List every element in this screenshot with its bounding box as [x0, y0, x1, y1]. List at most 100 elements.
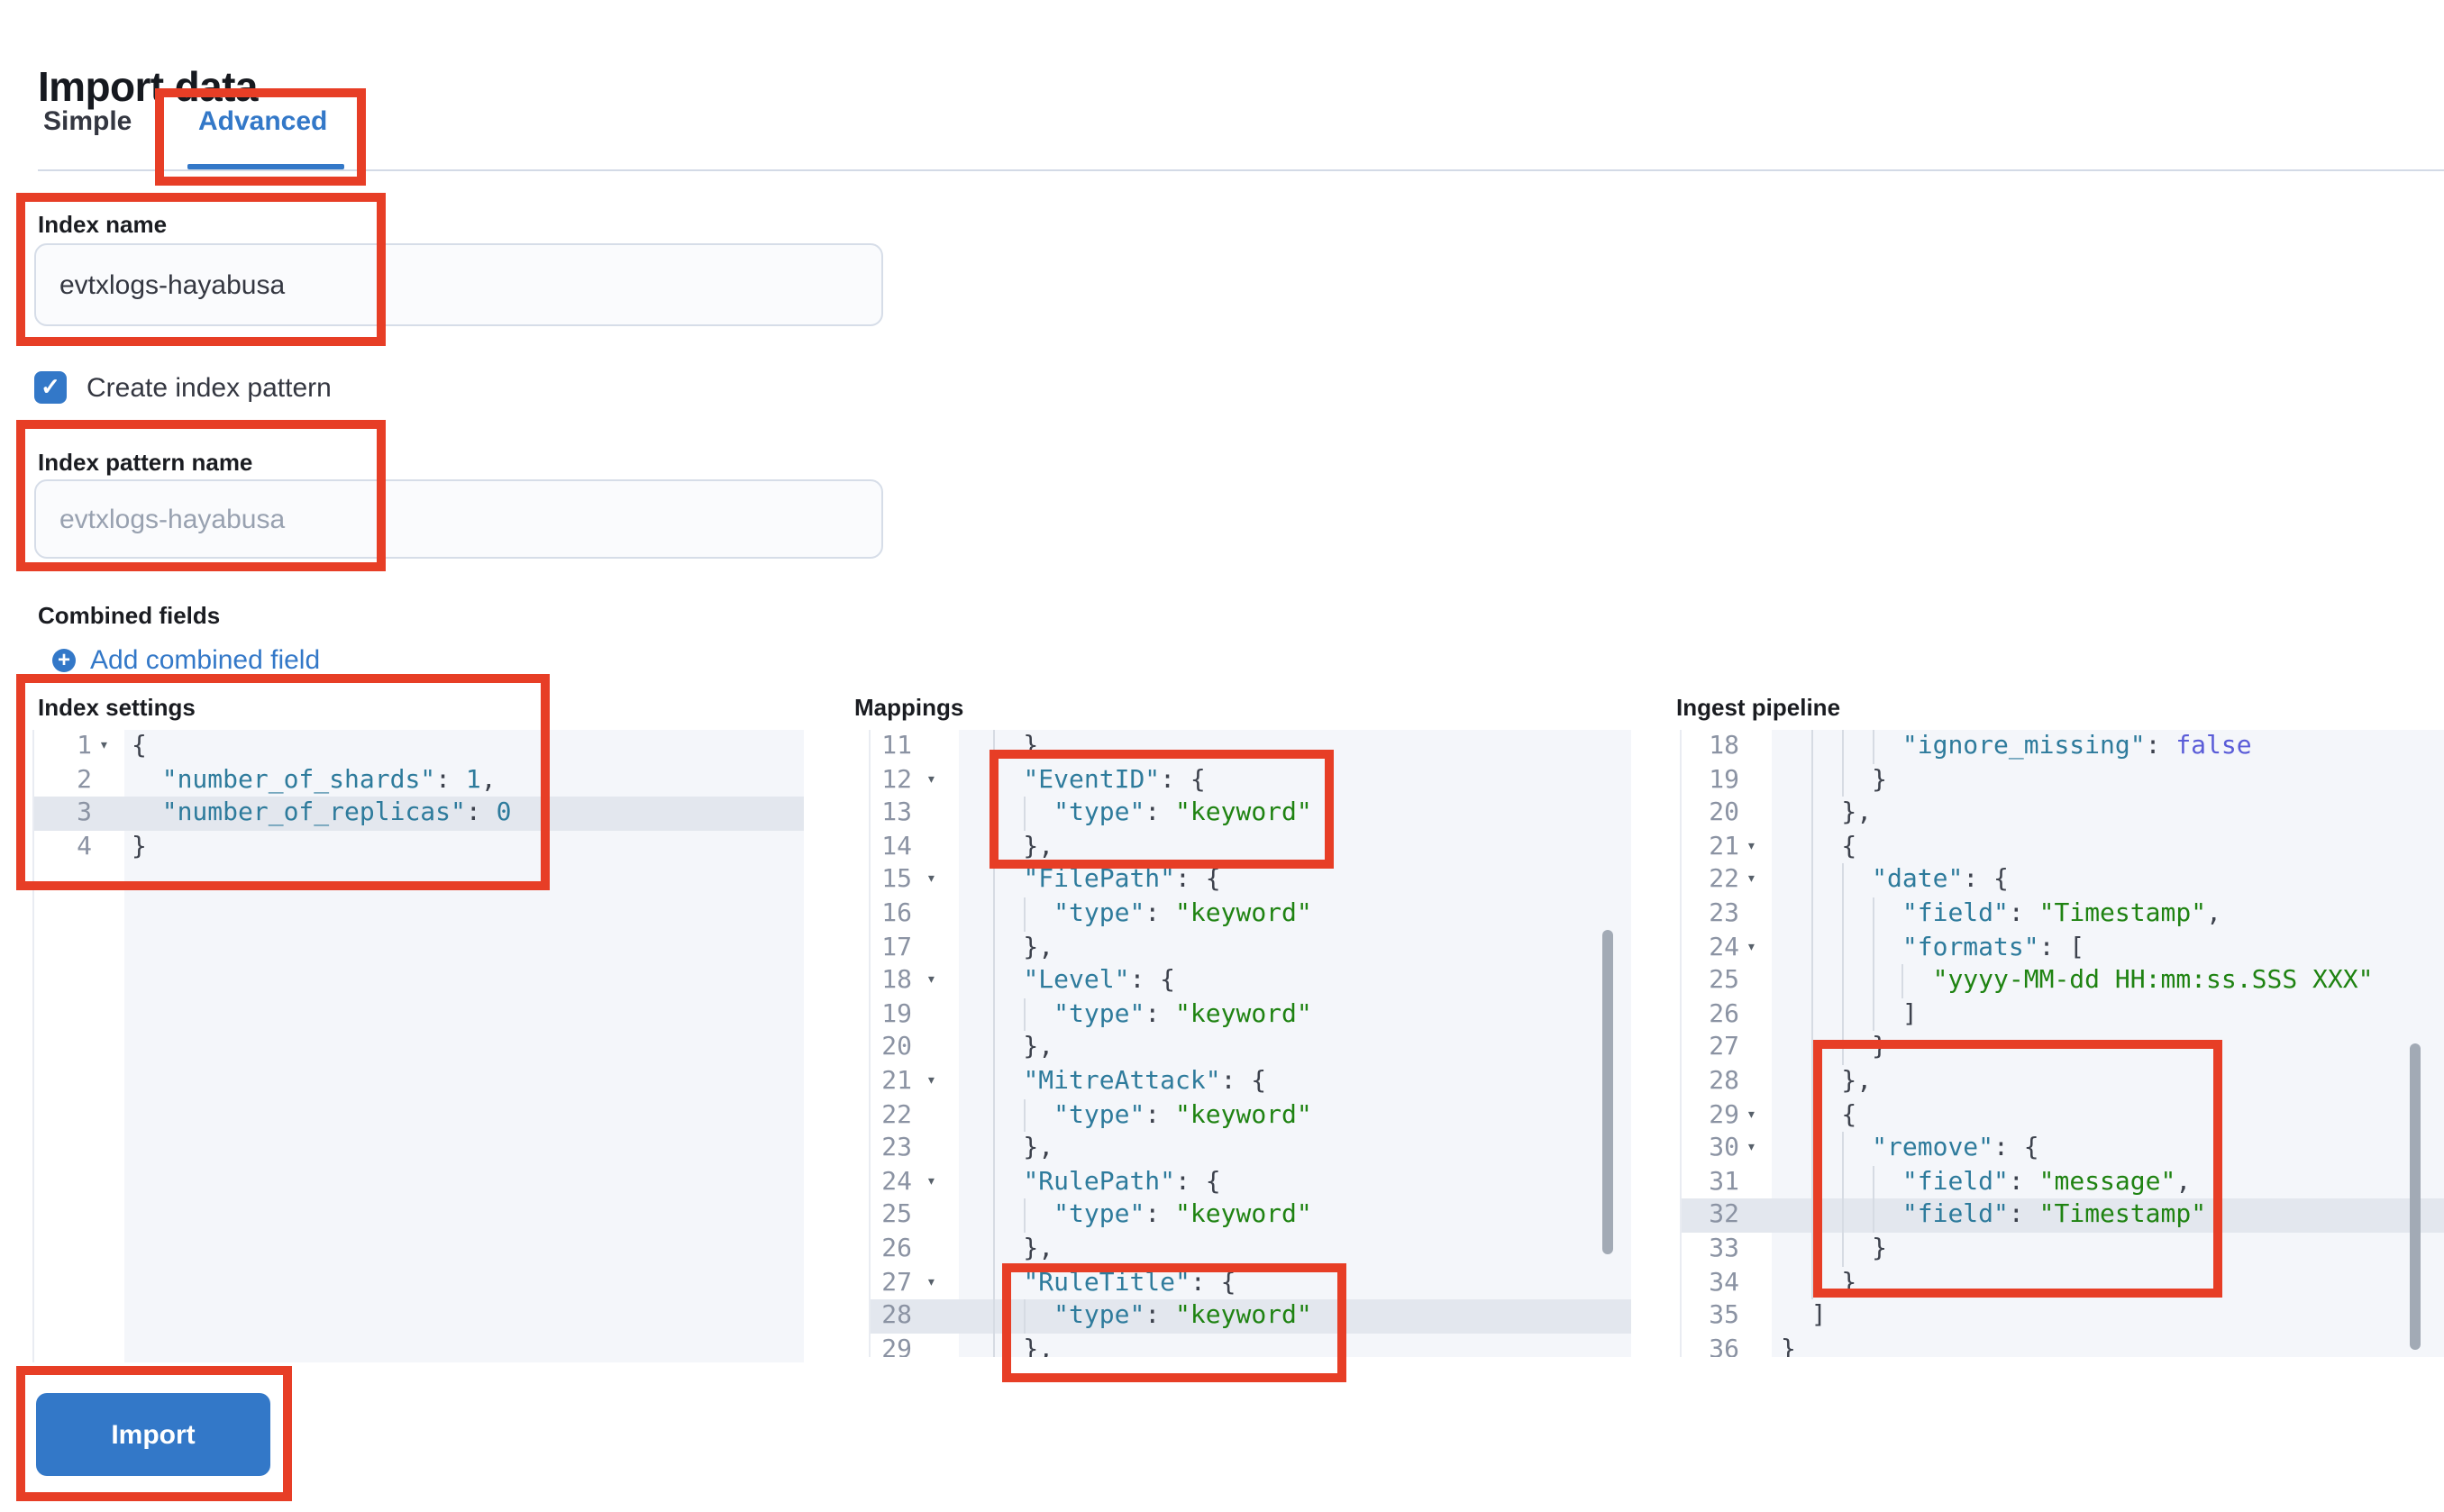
indent-guide	[992, 931, 995, 965]
line-number: 19	[881, 999, 912, 1029]
index-name-input[interactable]	[34, 243, 883, 326]
line-number: 4	[77, 832, 92, 861]
indent-guide	[1872, 997, 1874, 1032]
line-number: 20	[1709, 798, 1739, 828]
indent-guide	[1841, 763, 1844, 797]
line-number: 28	[1709, 1066, 1739, 1096]
indent-guide	[992, 1098, 995, 1133]
code-line: 28 },	[1682, 1064, 2444, 1099]
indent-guide	[1810, 797, 1813, 831]
fold-arrow-icon[interactable]: ▾	[926, 1273, 936, 1291]
index-pattern-name-input[interactable]	[34, 479, 883, 559]
indent-guide	[992, 1333, 995, 1357]
code-line: 24▾ "RulePath": {	[871, 1165, 1631, 1199]
line-number: 13	[881, 798, 912, 828]
checkmark-icon: ✓	[41, 373, 60, 400]
code-line: 29 },	[871, 1333, 1631, 1357]
indent-guide	[1841, 1232, 1844, 1266]
code-line: 16 "type": "keyword"	[871, 897, 1631, 932]
line-number: 11	[881, 732, 912, 761]
line-number: 16	[881, 898, 912, 928]
indent-guide	[992, 830, 995, 864]
indent-guide	[1872, 1198, 1874, 1233]
indent-guide	[1841, 1198, 1844, 1233]
indent-guide	[1023, 897, 1026, 932]
import-button[interactable]: Import	[36, 1393, 270, 1476]
line-number: 24	[1709, 933, 1739, 962]
code-line: 35 ]	[1682, 1299, 2444, 1333]
fold-arrow-icon[interactable]: ▾	[926, 770, 936, 789]
code-line: 14 },	[871, 830, 1631, 864]
code-line: 22 "type": "keyword"	[871, 1098, 1631, 1133]
indent-guide	[1810, 1165, 1813, 1199]
code-line: 17 },	[871, 931, 1631, 965]
line-number: 2	[77, 765, 92, 795]
code-line: 26 ]	[1682, 997, 2444, 1032]
indent-guide	[1810, 1266, 1813, 1300]
code-line: 25 "type": "keyword"	[871, 1198, 1631, 1233]
indent-guide	[992, 863, 995, 897]
line-number: 33	[1709, 1234, 1739, 1263]
indent-guide	[992, 1266, 995, 1300]
line-number: 32	[1709, 1200, 1739, 1230]
line-number: 23	[881, 1134, 912, 1163]
fold-arrow-icon[interactable]: ▾	[926, 1071, 936, 1090]
line-number: 22	[1709, 865, 1739, 895]
code-line: 25 "yyyy-MM-dd HH:mm:ss.SSS XXX"	[1682, 964, 2444, 998]
indent-guide	[1023, 1198, 1026, 1233]
line-number: 28	[881, 1301, 912, 1331]
indent-guide	[1872, 1165, 1874, 1199]
code-line: 21▾ "MitreAttack": {	[871, 1064, 1631, 1099]
fold-arrow-icon[interactable]: ▾	[1746, 938, 1756, 957]
code-line: 1▾{	[34, 730, 804, 763]
line-number: 27	[1709, 1033, 1739, 1062]
indent-guide	[1810, 763, 1813, 797]
mappings-scrollbar-thumb[interactable]	[1602, 930, 1613, 1254]
indent-guide	[1841, 964, 1844, 998]
fold-arrow-icon[interactable]: ▾	[926, 971, 936, 990]
index-settings-editor[interactable]: 1▾{2 "number_of_shards": 1,3 "number_of_…	[32, 730, 804, 1362]
code-line: 23 },	[871, 1132, 1631, 1166]
line-number: 26	[1709, 999, 1739, 1029]
code-line: 34 }	[1682, 1266, 2444, 1300]
code-line: 2 "number_of_shards": 1,	[34, 763, 804, 797]
fold-arrow-icon[interactable]: ▾	[1746, 1106, 1756, 1125]
line-number: 18	[1709, 732, 1739, 761]
fold-arrow-icon[interactable]: ▾	[926, 870, 936, 889]
tab-simple[interactable]: Simple	[43, 106, 132, 137]
indent-guide	[1872, 931, 1874, 965]
indent-guide	[1810, 730, 1813, 764]
fold-arrow-icon[interactable]: ▾	[1746, 1139, 1756, 1158]
line-number: 26	[881, 1234, 912, 1263]
code-line: 19 }	[1682, 763, 2444, 797]
fold-arrow-icon[interactable]: ▾	[99, 737, 109, 755]
code-line: 20 },	[1682, 797, 2444, 831]
indent-guide	[1810, 1064, 1813, 1099]
add-combined-field-link[interactable]: Add combined field	[90, 645, 321, 676]
indent-guide	[1841, 1165, 1844, 1199]
line-number: 14	[881, 832, 912, 861]
create-index-pattern-checkbox[interactable]: ✓	[34, 371, 67, 404]
code-line: 23 "field": "Timestamp",	[1682, 897, 2444, 932]
code-line: 26 },	[871, 1232, 1631, 1266]
indent-guide	[1841, 730, 1844, 764]
mappings-editor[interactable]: 11 },12▾ "EventID": {13 "type": "keyword…	[869, 730, 1631, 1357]
ingest-pipeline-scrollbar-thumb[interactable]	[2410, 1043, 2421, 1350]
indent-guide	[1810, 830, 1813, 864]
fold-arrow-icon[interactable]: ▾	[1746, 837, 1756, 856]
plus-in-circle-icon: +	[52, 649, 76, 672]
line-number: 34	[1709, 1268, 1739, 1297]
index-settings-label: Index settings	[38, 694, 196, 721]
fold-arrow-icon[interactable]: ▾	[1746, 870, 1756, 889]
code-line: 24▾ "formats": [	[1682, 931, 2444, 965]
line-number: 27	[881, 1268, 912, 1297]
code-line: 32 "field": "Timestamp"	[1682, 1198, 2444, 1233]
tab-advanced[interactable]: Advanced	[198, 106, 328, 137]
code-line: 20 },	[871, 1031, 1631, 1065]
editor-content-background	[959, 730, 1631, 1357]
line-number: 23	[1709, 898, 1739, 928]
mappings-label: Mappings	[854, 694, 964, 721]
code-line: 13 "type": "keyword"	[871, 797, 1631, 831]
fold-arrow-icon[interactable]: ▾	[926, 1172, 936, 1191]
